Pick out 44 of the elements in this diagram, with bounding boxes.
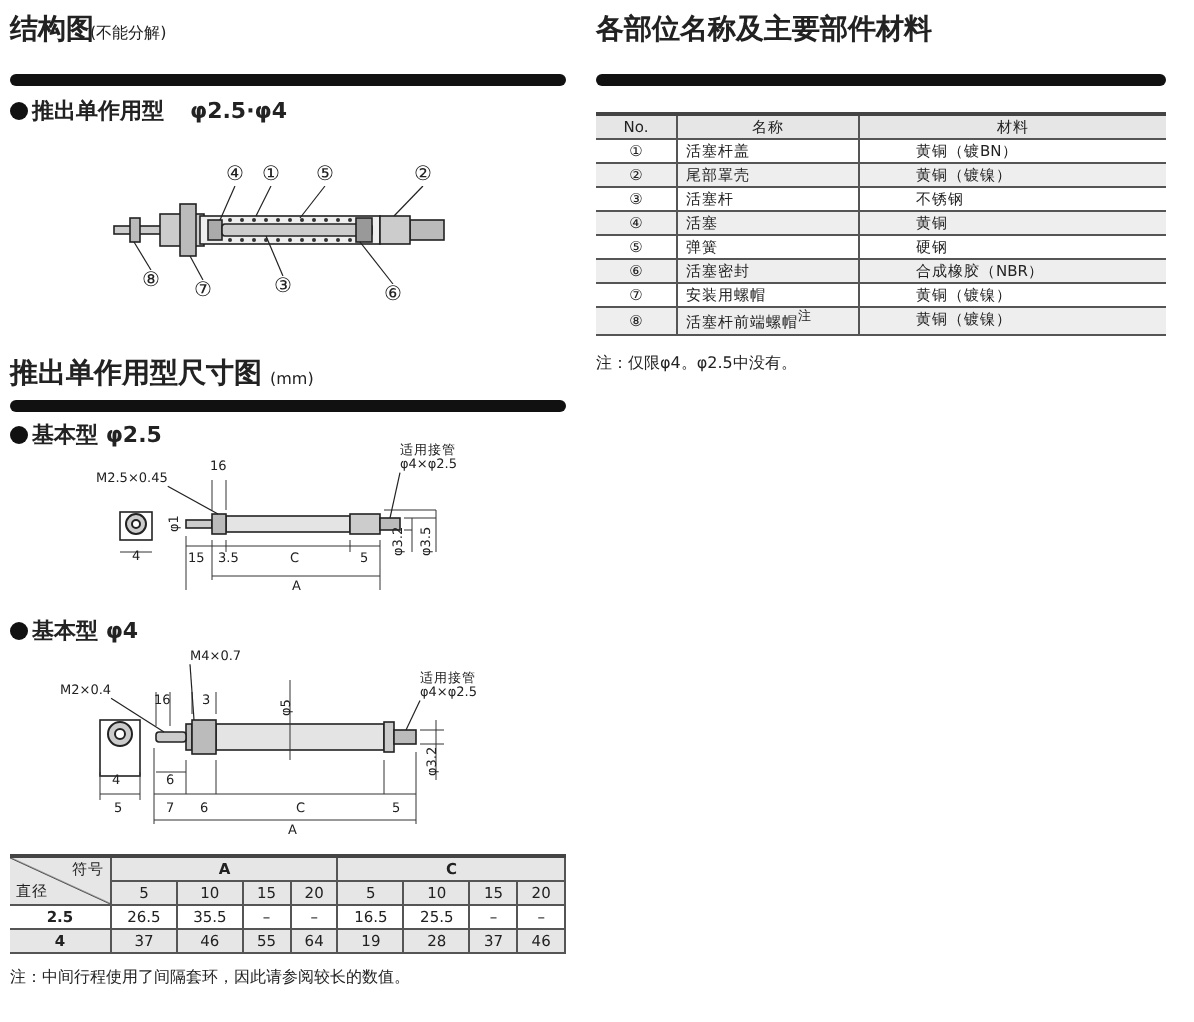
hex-nut [211, 513, 227, 535]
callout-number: ① [262, 164, 280, 186]
piston [207, 219, 223, 241]
mounting-nut [191, 719, 217, 755]
hex-nut [129, 217, 141, 243]
rear-cover [379, 215, 411, 245]
subheading: 推出单作用型 [10, 100, 164, 125]
spring [228, 218, 352, 242]
table-note: 注：中间行程使用了间隔套环，因此请参阅较长的数值。 [10, 970, 410, 988]
callout-number: ⑤ [316, 164, 334, 186]
subheading: φ2.5·φ4 [190, 100, 288, 125]
mounting-nut [179, 203, 197, 257]
leader-line [219, 185, 236, 221]
section-heading: 各部位名称及主要部件材料 [596, 16, 932, 47]
callout-number: ⑦ [194, 280, 212, 302]
leader-line [255, 185, 272, 217]
leader-line [299, 185, 326, 219]
piston-rod [155, 731, 187, 743]
hose-fitting [393, 729, 417, 745]
subheading: 基本型 φ2.5 [10, 424, 162, 449]
leader-line [189, 663, 195, 721]
unit-note: (mm) [270, 372, 314, 390]
callout-number: ⑧ [142, 270, 160, 292]
piston-seal [355, 217, 373, 243]
leader-line [189, 255, 204, 281]
leader-line [405, 699, 421, 731]
callout-number: ② [414, 164, 432, 186]
callout-number: ⑥ [384, 284, 402, 306]
subheading: 基本型 φ4 [10, 620, 139, 645]
callout-number: ④ [226, 164, 244, 186]
leader-line [359, 241, 394, 285]
leader-line [393, 185, 424, 217]
cylinder-barrel [199, 215, 381, 245]
leader-line [133, 241, 152, 271]
leader-line [265, 235, 284, 277]
hose-fitting [379, 517, 401, 531]
section-heading: 推出单作用型尺寸图 [10, 360, 262, 391]
leader-line [110, 697, 165, 733]
section-heading: 结构图 [10, 16, 94, 47]
table-note: 注：仅限φ4。φ2.5中没有。 [596, 356, 797, 374]
leader-line [389, 471, 401, 519]
heading-note: (不能分解) [90, 26, 167, 44]
callout-number: ③ [274, 276, 292, 298]
leader-line [167, 485, 219, 515]
